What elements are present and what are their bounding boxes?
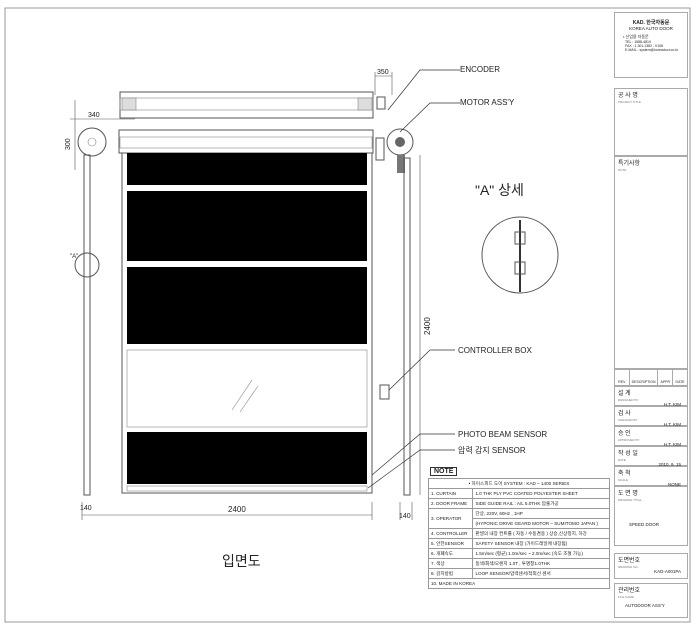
detail-a-marker (74, 252, 100, 278)
dim-340: 340 (88, 112, 100, 119)
motor-body (397, 155, 405, 173)
company-name-en: KOREA AUTO DOOR (629, 26, 673, 31)
right-post (403, 157, 411, 496)
pressure-sensor-label: 압력 감지 SENSOR (458, 445, 526, 455)
company-block: KAD. 한국자동문 KOREA AUTO DOOR • 산업용 자동문 TEL… (614, 12, 688, 78)
project-title-box: 공 사 명 PROJECT TITLE (614, 88, 688, 156)
controller-box (379, 384, 390, 400)
bottom-bar (126, 485, 368, 492)
controller-box-label: CONTROLLER BOX (458, 346, 532, 355)
curtain-panel-2 (127, 191, 367, 261)
left-reel-circle (77, 127, 107, 157)
file-name-field: 관리번호 FILE NAME AUTODOOR ASS'Y (614, 583, 688, 618)
motor-label: MOTOR ASS'Y (460, 98, 515, 107)
dim-350: 350 (377, 69, 389, 76)
detail-a-view (481, 216, 559, 294)
dim-right-140: 140 (399, 513, 411, 520)
note-title: NOTE (430, 467, 458, 476)
dim-height-2400: 2400 (423, 317, 432, 335)
company-name-kr: KAD. 한국자동문 (632, 20, 670, 26)
dim-left-140: 140 (80, 505, 92, 512)
note-header: • 하이스피드 도어 SYSTEM : KAD – 1400 SERIES (428, 478, 610, 489)
drawing-number-field: 도면번호 DRAWING NO. KAD-A001PA (614, 553, 688, 579)
curtain-panel-3 (127, 267, 367, 344)
dim-width-2400: 2400 (228, 505, 246, 514)
curtain-panel-4 (127, 432, 367, 484)
left-post (83, 154, 91, 496)
a-marker-label: "A" (70, 254, 78, 260)
dim-300: 300 (65, 138, 72, 150)
drawing-border (4, 7, 691, 623)
leader-lines (367, 69, 460, 489)
detail-a-title: "A" 상세 (475, 182, 524, 198)
view-title: 입면도 (222, 553, 261, 569)
dimension-lines (70, 72, 421, 520)
encoder-rail (119, 91, 386, 119)
remarks-box: 특기사항 NOTE (614, 156, 688, 369)
note-row: 10. MADE IN KOREA (428, 578, 610, 589)
curtain-panel-1 (127, 153, 367, 185)
drawing-title-field: 도 면 명 DRAWING TITLE SPEED DOOR (614, 486, 688, 546)
photo-beam-label: PHOTO BEAM SENSOR (458, 430, 547, 439)
encoder-label: ENCODER (460, 65, 500, 74)
vision-panel (126, 349, 368, 428)
note-table: • 하이스피드 도어 SYSTEM : KAD – 1400 SERIES 1.… (427, 478, 610, 589)
revision-header: REV DESCRIPTION APPR DATE (614, 369, 688, 386)
